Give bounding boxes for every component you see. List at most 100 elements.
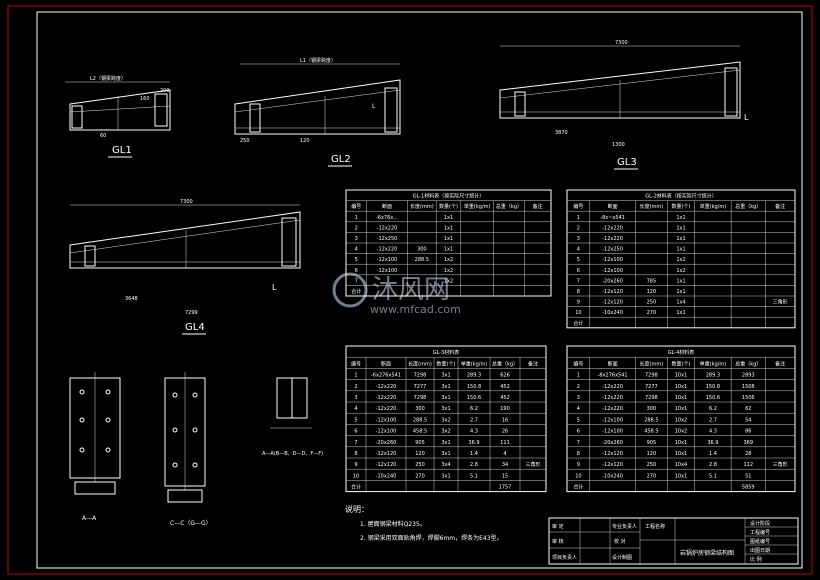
table-cell: 250 [415,462,425,468]
gl2-L-mark: L [372,103,376,110]
table-cell: 2.8 [470,462,478,468]
gl3-elevation: 7300 L 3870 1300 GL3 [499,40,749,170]
table-cell: 300 [417,247,427,253]
table-cell: 1 [577,373,580,379]
table-header-cell: 数量(个) [439,203,458,210]
table-cell: 10x2 [675,429,688,435]
table-header-cell: 单重(kg/m) [700,360,727,367]
gl4-dim-a: 3648 [125,296,138,302]
table-cell: 4 [355,247,358,253]
table-cell: 288.5 [415,257,429,263]
table-cell: 120 [647,289,657,295]
table-cell: 3 [577,236,580,242]
table-header-cell: 编号 [573,203,583,210]
gl3-label: GL3 [617,157,637,168]
table-cell: 1x4 [676,300,685,306]
table-cell: -12x120 [602,300,623,306]
material-table-4: GL-4材料表编号断面长度(mm)数量(个)单重(kg/m)总重（kg）备注1-… [566,345,796,493]
table-header-cell: 备注 [528,360,538,367]
table-cell: 5 [577,417,580,423]
table-cell: 1757 [499,485,512,491]
table-cell: 289.3 [706,373,720,379]
tb-left-2: 项目负责人 [552,554,577,561]
tb-left-1: 审 核 [552,538,564,545]
section-label-abdf: A—A(B—B、D—D、F—F) [262,451,323,457]
table-cell: -12x100 [377,257,398,263]
table-cell: 10x1 [675,406,688,412]
table-cell: 10x2 [675,417,688,423]
table-cell: 150.8 [706,384,720,390]
table-cell: 1x1 [676,289,685,295]
table-cell: -12x250 [377,236,398,242]
table-cell: 合计 [573,484,583,491]
table-cell: 1x2 [444,268,453,274]
table-cell: 150.8 [467,384,481,390]
table-cell: 10x1 [675,451,688,457]
table-cell: 2.7 [709,417,717,423]
gl1-elevation: L2（钢梁跨度） 200 160 60 GL1 [65,75,171,158]
table-title: GL-3材料表 [433,349,460,356]
table-cell: 2.8 [709,462,717,468]
gl4-label: GL4 [185,322,205,333]
table-cell: 150.6 [706,395,720,401]
table-cell: 5.1 [709,473,717,479]
table-header-cell: 单重(kg/m) [464,203,491,210]
table-cell: -12x220 [376,395,397,401]
table-title: GL-2材料表（按实际尺寸统计） [645,193,717,200]
table-cell: 3 [577,395,580,401]
table-cell: 10 [575,473,581,479]
gl2-top-dim: L1（钢梁跨度） [300,57,336,64]
table-cell: -12x220 [602,395,623,401]
table-cell: -12x120 [602,451,623,457]
table-header-cell: 编号 [351,203,361,210]
table-header-cell: 总重（kg） [735,360,761,367]
table-cell: 1.4 [470,451,478,457]
table-cell: 10x1 [675,373,688,379]
table-cell: 10x1 [675,384,688,390]
sheet-outer-frame [7,5,813,575]
table-cell: 7 [577,440,580,446]
table-cell: 9 [577,300,580,306]
gl3-dim-b: 1300 [612,142,625,148]
table-cell: -12x220 [602,384,623,390]
table-cell: 2 [354,384,357,390]
table-cell: 1x1 [444,236,453,242]
gl1-dim-c: 60 [100,133,106,139]
table-cell: 4 [577,247,580,253]
table-cell: -12x220 [602,236,623,242]
table-cell: 合计 [573,320,583,327]
table-cell: 3x1 [441,406,450,412]
table-cell: -12x120 [602,289,623,295]
table-cell: 1x2 [676,257,685,263]
table-cell: 5 [577,257,580,263]
table-title: GL-1材料表（按实际尺寸统计） [413,193,485,200]
table-cell: 1x1 [444,215,453,221]
table-cell: 9 [354,462,357,468]
table-cell: 3 [354,395,357,401]
table-cell: 4 [503,451,506,457]
table-cell: -12x220 [376,384,397,390]
table-cell: 2893 [742,373,755,379]
table-cell: 785 [647,278,657,284]
table-cell: 三角形 [773,461,788,468]
tb-right-2: 图纸编号 [750,538,770,545]
tb-right-3: 出图日期 [750,547,770,554]
table-cell: 3x1 [441,384,450,390]
section-label-c: C—C（G—G） [170,520,212,527]
table-cell: 7298 [645,395,658,401]
table-cell: 3x4 [441,462,450,468]
table-cell: 905 [415,440,425,446]
table-cell: -20x260 [602,440,623,446]
table-cell: -20x260 [376,440,397,446]
gl2-elevation: L1（钢梁跨度） L 250 120 GL2 [234,57,401,167]
table-cell: 7298 [645,373,658,379]
table-cell: -12x100 [602,257,623,263]
table-cell: 1.4 [709,451,717,457]
table-header-cell: 总重（kg） [735,203,761,210]
table-cell: 7277 [414,384,427,390]
section-a-a: A—A [69,372,121,522]
table-header-cell: 数量(个) [672,203,691,210]
table-cell: 2 [355,225,358,231]
table-header-cell: 单重(kg/m) [461,360,488,367]
notes-heading: 说明： [345,504,369,514]
